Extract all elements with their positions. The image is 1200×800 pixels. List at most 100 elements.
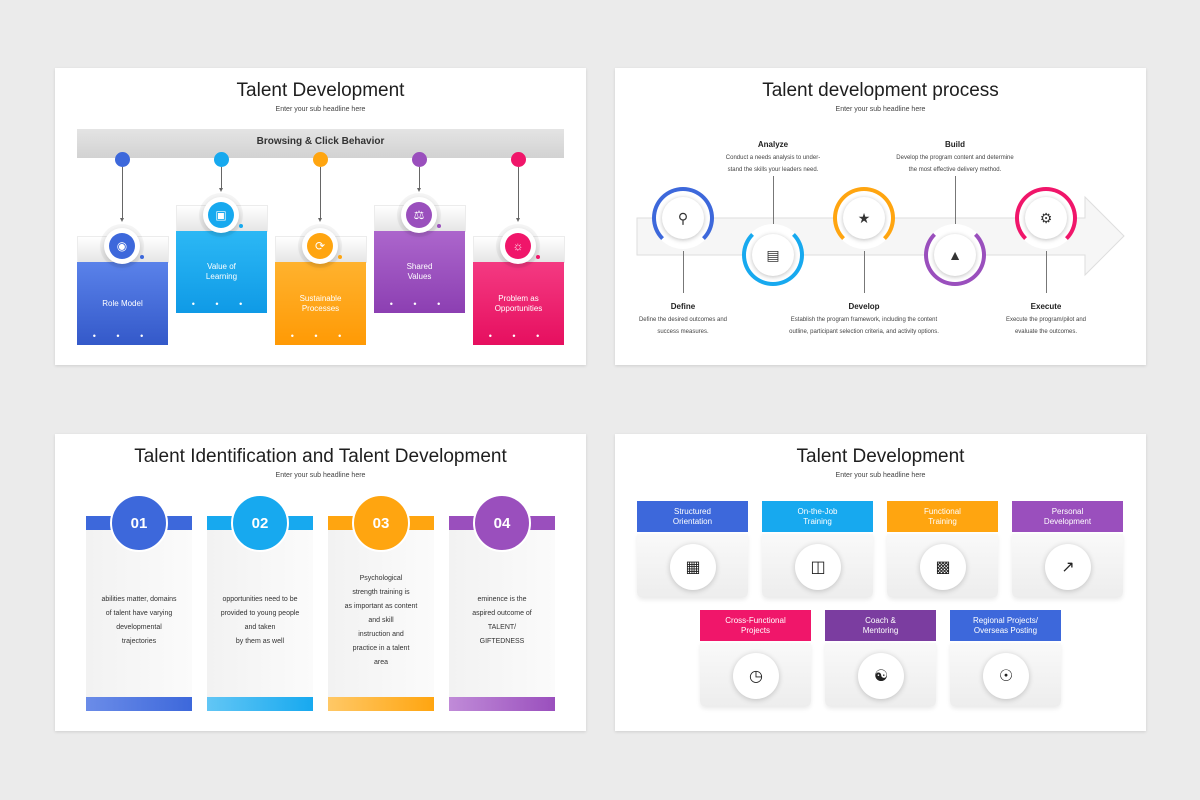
header-line: Regional Projects/	[973, 615, 1038, 625]
card-label: Role Model	[102, 298, 143, 308]
step-desc: Execute the program/pilot and evaluate t…	[987, 314, 1105, 338]
header-line: Personal	[1051, 506, 1084, 516]
text-line: developmental	[116, 624, 162, 631]
presentation-board-icon: ◫	[795, 544, 841, 590]
step-title: Analyze	[757, 140, 789, 149]
column-card[interactable]	[328, 522, 434, 709]
step-define[interactable]: ⚲	[652, 187, 714, 249]
location-network-icon: ☉	[983, 653, 1029, 699]
slide-title: Talent development process	[762, 80, 999, 101]
growth-icon: ★	[843, 197, 885, 239]
text-line: eminence is the	[477, 596, 527, 603]
timeline-dot	[115, 152, 130, 167]
header-line: Mentoring	[862, 625, 899, 635]
header-line: Training	[803, 516, 832, 526]
connector-line	[122, 167, 123, 219]
desc-line: outline, participant selection criteria,…	[789, 329, 939, 335]
desc-line: the most effective delivery method.	[908, 167, 1002, 173]
text-line: as important as content	[344, 603, 418, 610]
column-text: abilities matter, domains of talent have…	[86, 566, 192, 676]
decor-dot	[437, 224, 441, 228]
decor-dot	[140, 255, 144, 259]
text-line: aspired outcome of	[472, 610, 532, 617]
card-dots: • • •	[92, 331, 153, 341]
text-line: TALENT/	[487, 624, 517, 631]
header-line: Orientation	[672, 516, 713, 526]
card-dots: • • •	[488, 331, 549, 341]
header-line: Development	[1043, 516, 1092, 526]
step-desc: Define the desired outcomes and success …	[615, 314, 751, 338]
column-text: eminence is the aspired outcome of TALEN…	[449, 566, 555, 676]
column-card[interactable]	[86, 522, 192, 709]
connector-line	[683, 251, 684, 293]
column-text: opportunities need to be provided to you…	[207, 566, 313, 676]
text-line: Psychological	[359, 575, 403, 582]
chart-analysis-icon: ▤	[752, 234, 794, 276]
desc-line: Develop the program content and determin…	[896, 155, 1014, 161]
desc-line: evaluate the outcomes.	[1014, 329, 1078, 335]
timeline-dot	[313, 152, 328, 167]
connector-line	[419, 167, 420, 189]
search-document-icon: ⚲	[662, 197, 704, 239]
classroom-icon: ▩	[920, 544, 966, 590]
connector-line	[1046, 251, 1047, 293]
card-dots: • • •	[389, 299, 450, 309]
column-card[interactable]	[449, 522, 555, 709]
step-title: Build	[945, 140, 965, 149]
card-shared-values[interactable]: Shared Values • • •	[374, 231, 465, 313]
card-value-of-learning[interactable]: Value of Learning • • •	[176, 231, 267, 313]
arrow-head	[318, 218, 322, 222]
header-line: Coach &	[865, 615, 896, 625]
item-header: Regional Projects/Overseas Posting	[950, 610, 1061, 641]
org-chart-icon: ▦	[670, 544, 716, 590]
header-line: Cross-Functional	[725, 615, 786, 625]
growth-arrow-icon: ↗	[1045, 544, 1091, 590]
slide-title: Talent Identification and Talent Develop…	[134, 446, 507, 467]
bulb-icon: ☼	[500, 228, 536, 264]
column-bottom-bar	[449, 697, 555, 711]
step-title: Define	[670, 302, 696, 311]
column-bottom-bar	[86, 697, 192, 711]
item-header: Coach &Mentoring	[825, 610, 936, 641]
card-problem-as-opportunities[interactable]: Problem as Opportunities • • •	[473, 262, 564, 345]
step-develop[interactable]: ★	[833, 187, 895, 249]
connector-line	[864, 251, 865, 293]
step-build[interactable]: ▲	[924, 224, 986, 286]
step-execute[interactable]: ⚙	[1015, 187, 1077, 249]
card-label: Sustainable Processes	[299, 293, 342, 313]
text-line: and taken	[244, 624, 276, 631]
text-line: GIFTEDNESS	[479, 638, 525, 645]
text-line: trajectories	[121, 638, 157, 645]
slide-title: Talent Development	[236, 80, 405, 101]
desc-line: Define the desired outcomes and	[638, 317, 728, 323]
timeline-dot	[511, 152, 526, 167]
slide-talent-identification[interactable]: Talent Identification and Talent Develop…	[55, 434, 586, 731]
step-analyze[interactable]: ▤	[742, 224, 804, 286]
text-line: and skill	[368, 617, 394, 624]
book-icon: ▣	[203, 197, 239, 233]
arrow-head	[219, 188, 223, 192]
people-icon: ⚖	[401, 197, 437, 233]
slide-talent-development-process[interactable]: Talent development process Enter your su…	[615, 68, 1146, 365]
arrow-head	[417, 188, 421, 192]
card-sustainable-processes[interactable]: Sustainable Processes • • •	[275, 262, 366, 345]
card-role-model[interactable]: Role Model • • •	[77, 262, 168, 345]
column-bottom-bar	[328, 697, 434, 711]
step-title: Execute	[1030, 302, 1062, 311]
card-label: Shared Values	[406, 262, 433, 281]
decor-dot	[536, 255, 540, 259]
connector-line	[955, 176, 956, 224]
slide-subtitle: Enter your sub headline here	[835, 106, 926, 113]
desc-line: success measures.	[657, 329, 709, 335]
slide-talent-development-grid[interactable]: Talent Development Enter your sub headli…	[615, 434, 1146, 731]
text-line: instruction and	[358, 631, 404, 638]
decor-dot	[338, 255, 342, 259]
slide-title: Talent Development	[796, 446, 965, 467]
slide-talent-development-cards[interactable]: Talent Development Enter your sub headli…	[55, 68, 586, 365]
card-label: Value of Learning	[205, 262, 238, 281]
text-line: practice in a talent	[352, 645, 410, 652]
column-card[interactable]	[207, 522, 313, 709]
